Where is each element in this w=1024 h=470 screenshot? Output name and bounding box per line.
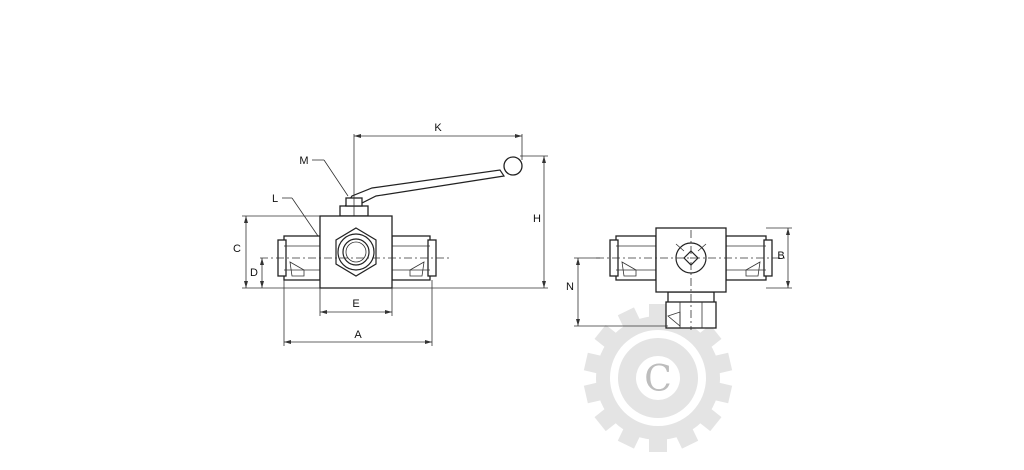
watermark-letter: C xyxy=(644,359,672,400)
front-view xyxy=(260,156,523,289)
dimension-c-label: C xyxy=(233,243,241,255)
dimension-b-label: B xyxy=(777,250,784,262)
dimension-m-label: M xyxy=(299,155,308,167)
side-view-dimensions: B N xyxy=(566,227,792,327)
watermark-gear-icon: C xyxy=(583,304,733,452)
dimension-n-label: N xyxy=(566,281,574,293)
dimension-d-label: D xyxy=(250,267,258,279)
side-view xyxy=(596,227,786,330)
front-view-dimensions: K H C D E A M xyxy=(233,122,548,346)
dimension-k-label: K xyxy=(434,122,442,134)
dimension-h-label: H xyxy=(533,213,541,225)
dimension-l-label: L xyxy=(272,193,278,205)
dimension-e-label: E xyxy=(352,298,359,310)
dimension-a-label: A xyxy=(354,329,362,341)
